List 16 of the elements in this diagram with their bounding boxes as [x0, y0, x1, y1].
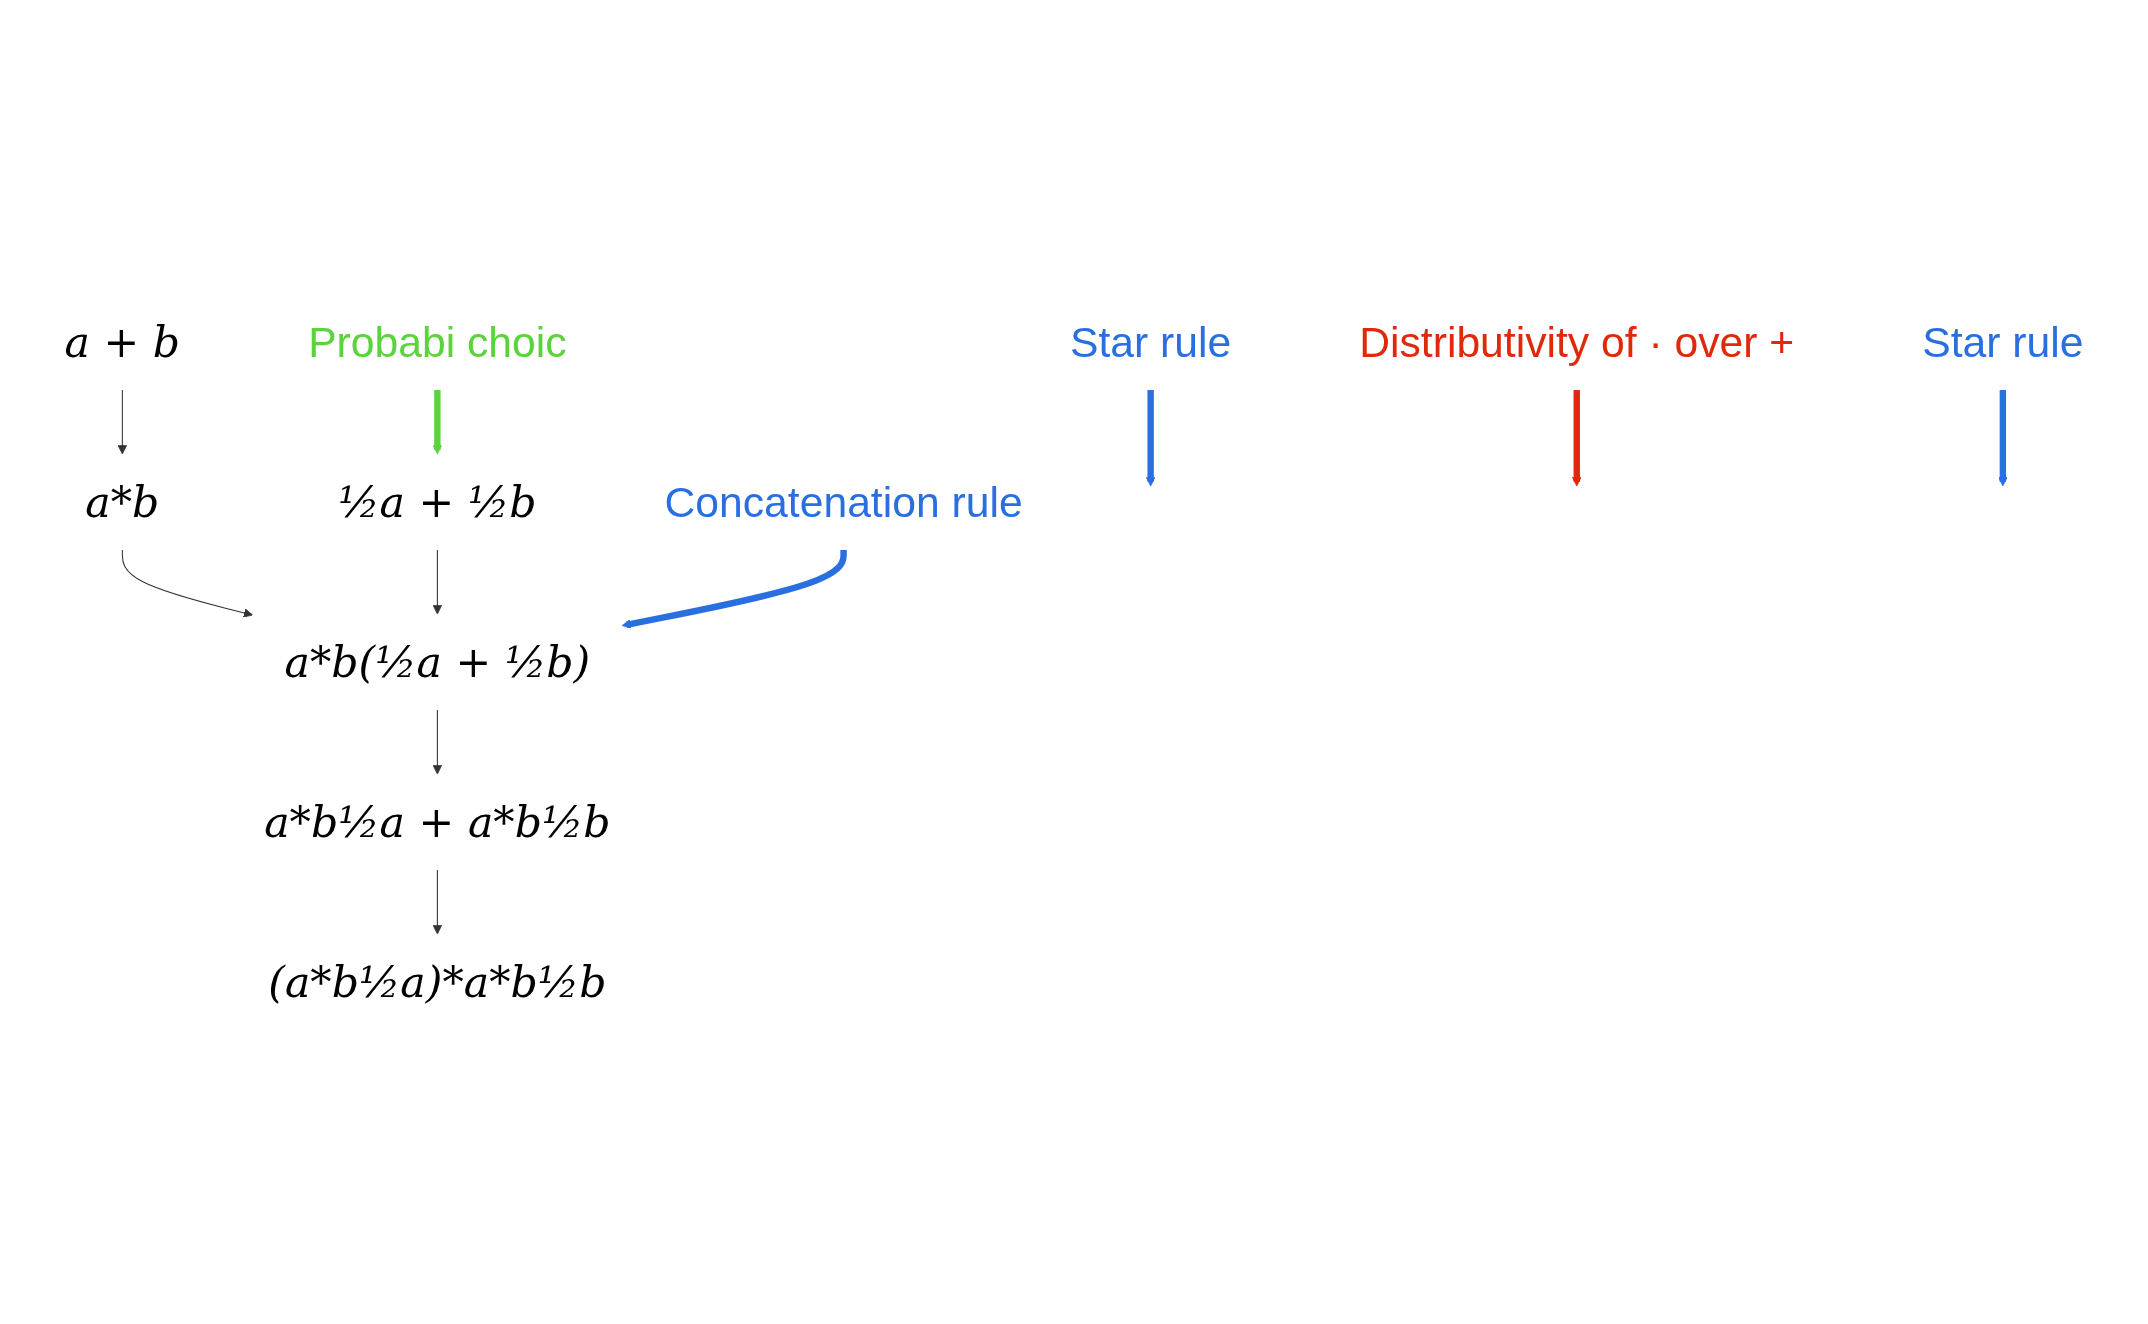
math-expression: ½a + ½b [338, 477, 537, 527]
math-expression: a*b½a + a*b½b [264, 797, 611, 847]
arrow [117, 389, 128, 455]
annotation-label: Concatenation rule [664, 478, 1023, 526]
annotation-label: Star rule [1070, 318, 1232, 366]
math-expression: a*b(½a + ½b) [284, 637, 591, 687]
arrow [121, 549, 253, 618]
math-expression: (a*b½a)*a*b½b [268, 957, 607, 1007]
annotation-label: Star rule [1922, 318, 2084, 366]
math-expression: a*b [85, 477, 160, 527]
annotation-label: Probabi choic [308, 318, 567, 366]
annotation-label: Distributivity of · over + [1359, 318, 1795, 366]
arrow [432, 869, 443, 935]
math-expression: a + b [64, 317, 181, 367]
arrow [432, 709, 443, 775]
arrow [432, 549, 443, 615]
